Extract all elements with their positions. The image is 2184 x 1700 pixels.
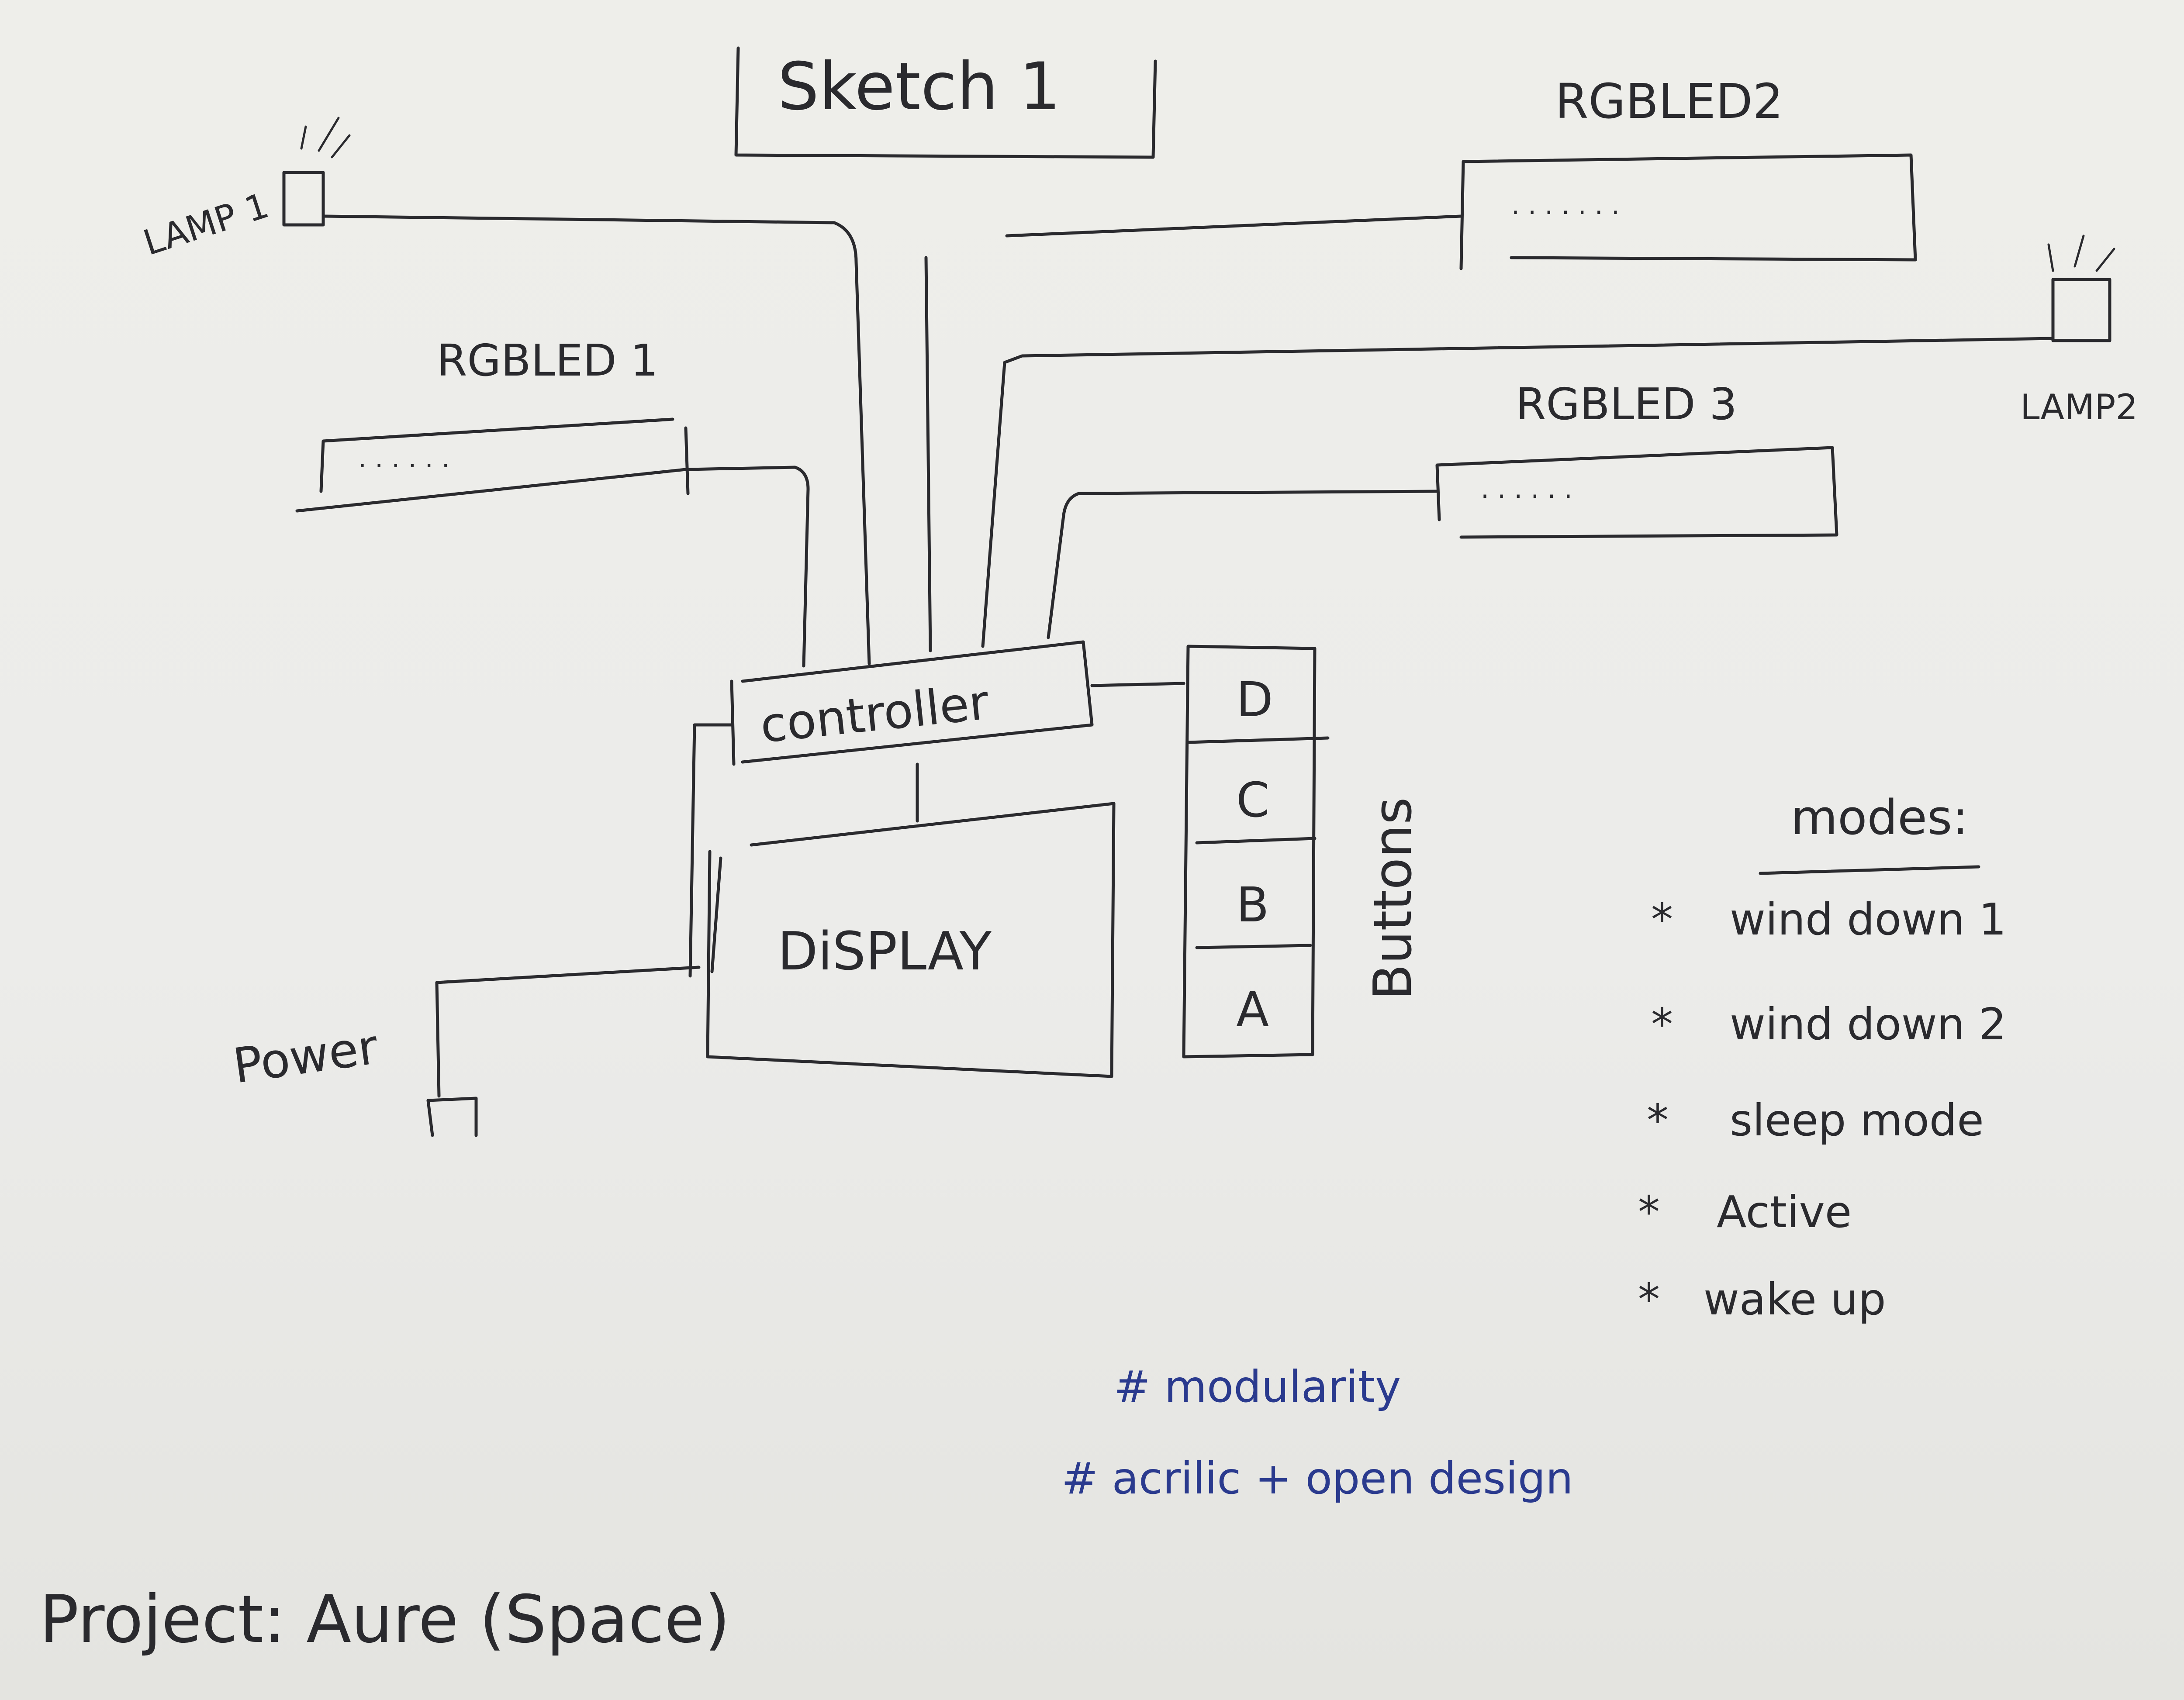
svg-text:*: * <box>1638 1274 1660 1325</box>
modes-list: modes: * wind down 1 * wind down 2 * sle… <box>1638 790 2006 1325</box>
buttons-panel: D C B A Buttons <box>1182 645 1424 1059</box>
svg-text:*: * <box>1651 999 1673 1050</box>
lamp-1: LAMP 1 <box>138 117 351 264</box>
title-text: Sketch 1 <box>778 49 1061 125</box>
modes-heading: modes: <box>1791 790 1968 845</box>
note-design: # acrilic + open design <box>1061 1453 1573 1504</box>
title-box: Sketch 1 <box>734 46 1157 159</box>
rgbled-2-label: RGBLED2 <box>1555 73 1783 129</box>
button-d[interactable]: D <box>1236 672 1273 728</box>
svg-text:. . . . . . .: . . . . . . . <box>1511 190 1620 221</box>
button-b[interactable]: B <box>1236 877 1269 933</box>
button-a[interactable]: A <box>1236 982 1269 1038</box>
mode-item: wind down 1 <box>1730 894 2006 945</box>
svg-text:*: * <box>1638 1186 1660 1238</box>
svg-text:. . . . . .: . . . . . . <box>358 443 450 474</box>
controller-label: controller <box>757 674 992 754</box>
mode-item: sleep mode <box>1730 1095 1984 1146</box>
wires <box>321 214 2055 978</box>
svg-text:*: * <box>1647 1095 1669 1146</box>
rgbled-1-label: RGBLED 1 <box>437 335 658 386</box>
project-title: Project: Aure (Space) <box>39 1582 730 1658</box>
rgbled-2: RGBLED2 . . . . . . . <box>1459 73 1917 270</box>
buttons-label: Buttons <box>1363 797 1424 1000</box>
mode-item: wind down 2 <box>1730 999 2006 1050</box>
mode-item: Active <box>1717 1186 1852 1238</box>
lamp-2-label: LAMP2 <box>2020 387 2138 428</box>
rgbled-1: RGBLED 1 . . . . . . <box>295 335 690 513</box>
rgbled-3-label: RGBLED 3 <box>1516 379 1737 430</box>
display-label: DiSPLAY <box>778 921 992 982</box>
notes: # modularity # acrilic + open design <box>1061 1361 1573 1504</box>
power: Power <box>230 966 701 1137</box>
lamp-2: LAMP2 <box>2020 234 2138 428</box>
display: DiSPLAY <box>706 762 1116 1078</box>
mode-item: wake up <box>1704 1274 1886 1325</box>
rgbled-3: RGBLED 3 . . . . . . <box>1435 379 1838 539</box>
power-label: Power <box>230 1019 382 1094</box>
note-modularity: # modularity <box>1114 1361 1401 1412</box>
svg-text:. . . . . .: . . . . . . <box>1481 474 1572 504</box>
lamp-1-label: LAMP 1 <box>138 185 273 264</box>
svg-text:*: * <box>1651 894 1673 945</box>
controller: controller <box>730 640 1094 766</box>
button-c[interactable]: C <box>1236 772 1270 828</box>
